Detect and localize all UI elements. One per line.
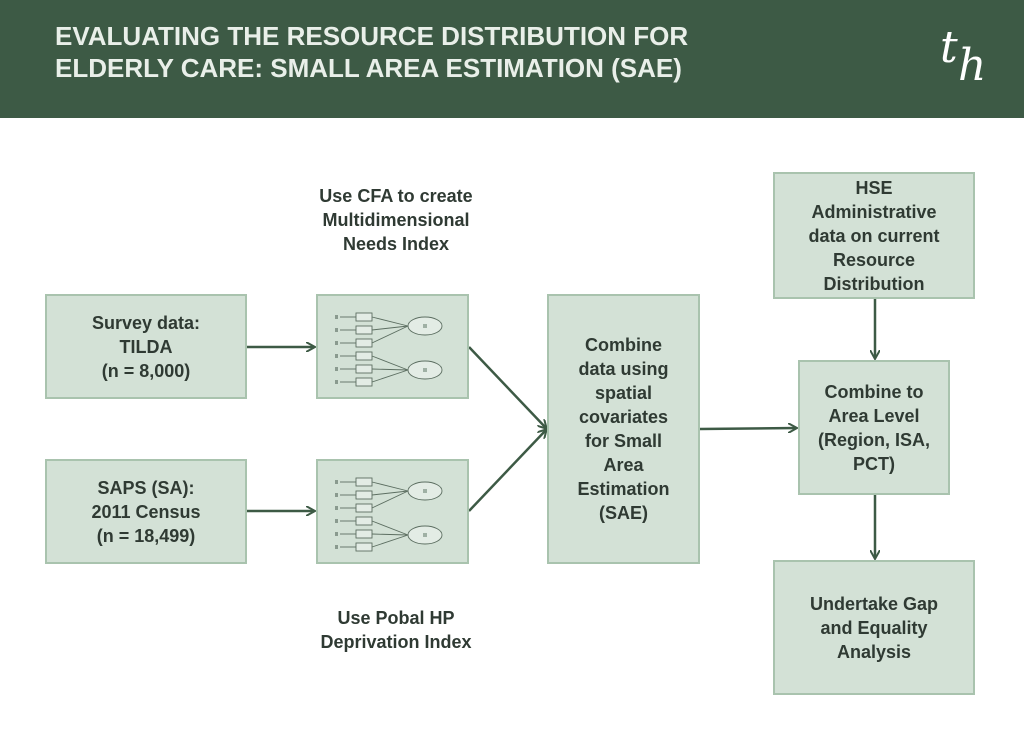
area-line-3: (Region, ISA, [818,429,930,450]
saps-line-1: SAPS (SA): [97,477,195,498]
arrow-pobal-to-sae [468,430,546,512]
arrow-sae-to-area [699,428,796,429]
arrow-cfa-to-sae [468,346,546,428]
hse-line-3: data on current [808,225,940,246]
saps-line-2: 2011 Census [91,501,201,522]
cfa-model-box [316,294,469,399]
logo: t h [938,26,994,90]
sae-line-1: Combine [584,335,662,355]
sae-line-2: data using [578,359,669,379]
gap-line-3: Analysis [836,641,912,662]
area-line-4: PCT) [853,453,895,474]
hse-line-5: Distribution [823,273,925,294]
sae-line-5: for Small [584,431,662,451]
hse-line-1: HSE [855,177,893,198]
survey-line-1: Survey data: [91,312,201,333]
cfa-caption: Use CFA to create Multidimensional Needs… [296,184,496,256]
cfa-caption-line-1: Use CFA to create [319,186,473,206]
sae-line-4: covariates [578,407,669,427]
pobal-caption: Use Pobal HP Deprivation Index [296,606,496,654]
gap-analysis-box: Undertake Gap and Equality Analysis [773,560,975,695]
survey-line-2: TILDA [119,336,173,357]
gap-line-2: and Equality [820,617,928,638]
survey-line-3: (n = 8,000) [101,360,191,381]
hse-box: HSE Administrative data on current Resou… [773,172,975,299]
hse-line-4: Resource [832,249,916,270]
saps-census-box: SAPS (SA): 2011 Census (n = 18,499) [45,459,247,564]
sae-box: Combine data using spatial covariates fo… [547,294,700,564]
sae-line-8: (SAE) [598,503,648,523]
hse-line-2: Administrative [811,201,937,222]
gap-line-1: Undertake Gap [809,593,939,614]
area-line-2: Area Level [828,405,920,426]
page-title: EVALUATING THE RESOURCE DISTRIBUTION FOR… [55,20,875,84]
area-line-1: Combine to [824,381,924,402]
cfa-caption-line-3: Needs Index [342,234,450,254]
deprivation-model-diagram [335,477,443,552]
area-level-box: Combine to Area Level (Region, ISA, PCT) [798,360,950,495]
deprivation-model-box [316,459,469,564]
survey-data-box: Survey data: TILDA (n = 8,000) [45,294,247,399]
sae-line-3: spatial [594,383,652,403]
title-line-2: ELDERLY CARE: SMALL AREA ESTIMATION (SAE… [55,53,682,83]
cfa-caption-line-2: Multidimensional [322,210,470,230]
title-line-1: EVALUATING THE RESOURCE DISTRIBUTION FOR [55,21,689,51]
pobal-caption-line-2: Deprivation Index [320,632,472,652]
pobal-caption-line-1: Use Pobal HP [337,608,455,628]
logo-letter-t: t [940,22,958,73]
saps-line-3: (n = 18,499) [96,525,196,546]
cfa-model-diagram [335,312,443,387]
sae-line-6: Area [603,455,644,475]
logo-letter-h: h [958,40,987,91]
header-bar: EVALUATING THE RESOURCE DISTRIBUTION FOR… [0,0,1024,118]
sae-line-7: Estimation [577,479,670,499]
